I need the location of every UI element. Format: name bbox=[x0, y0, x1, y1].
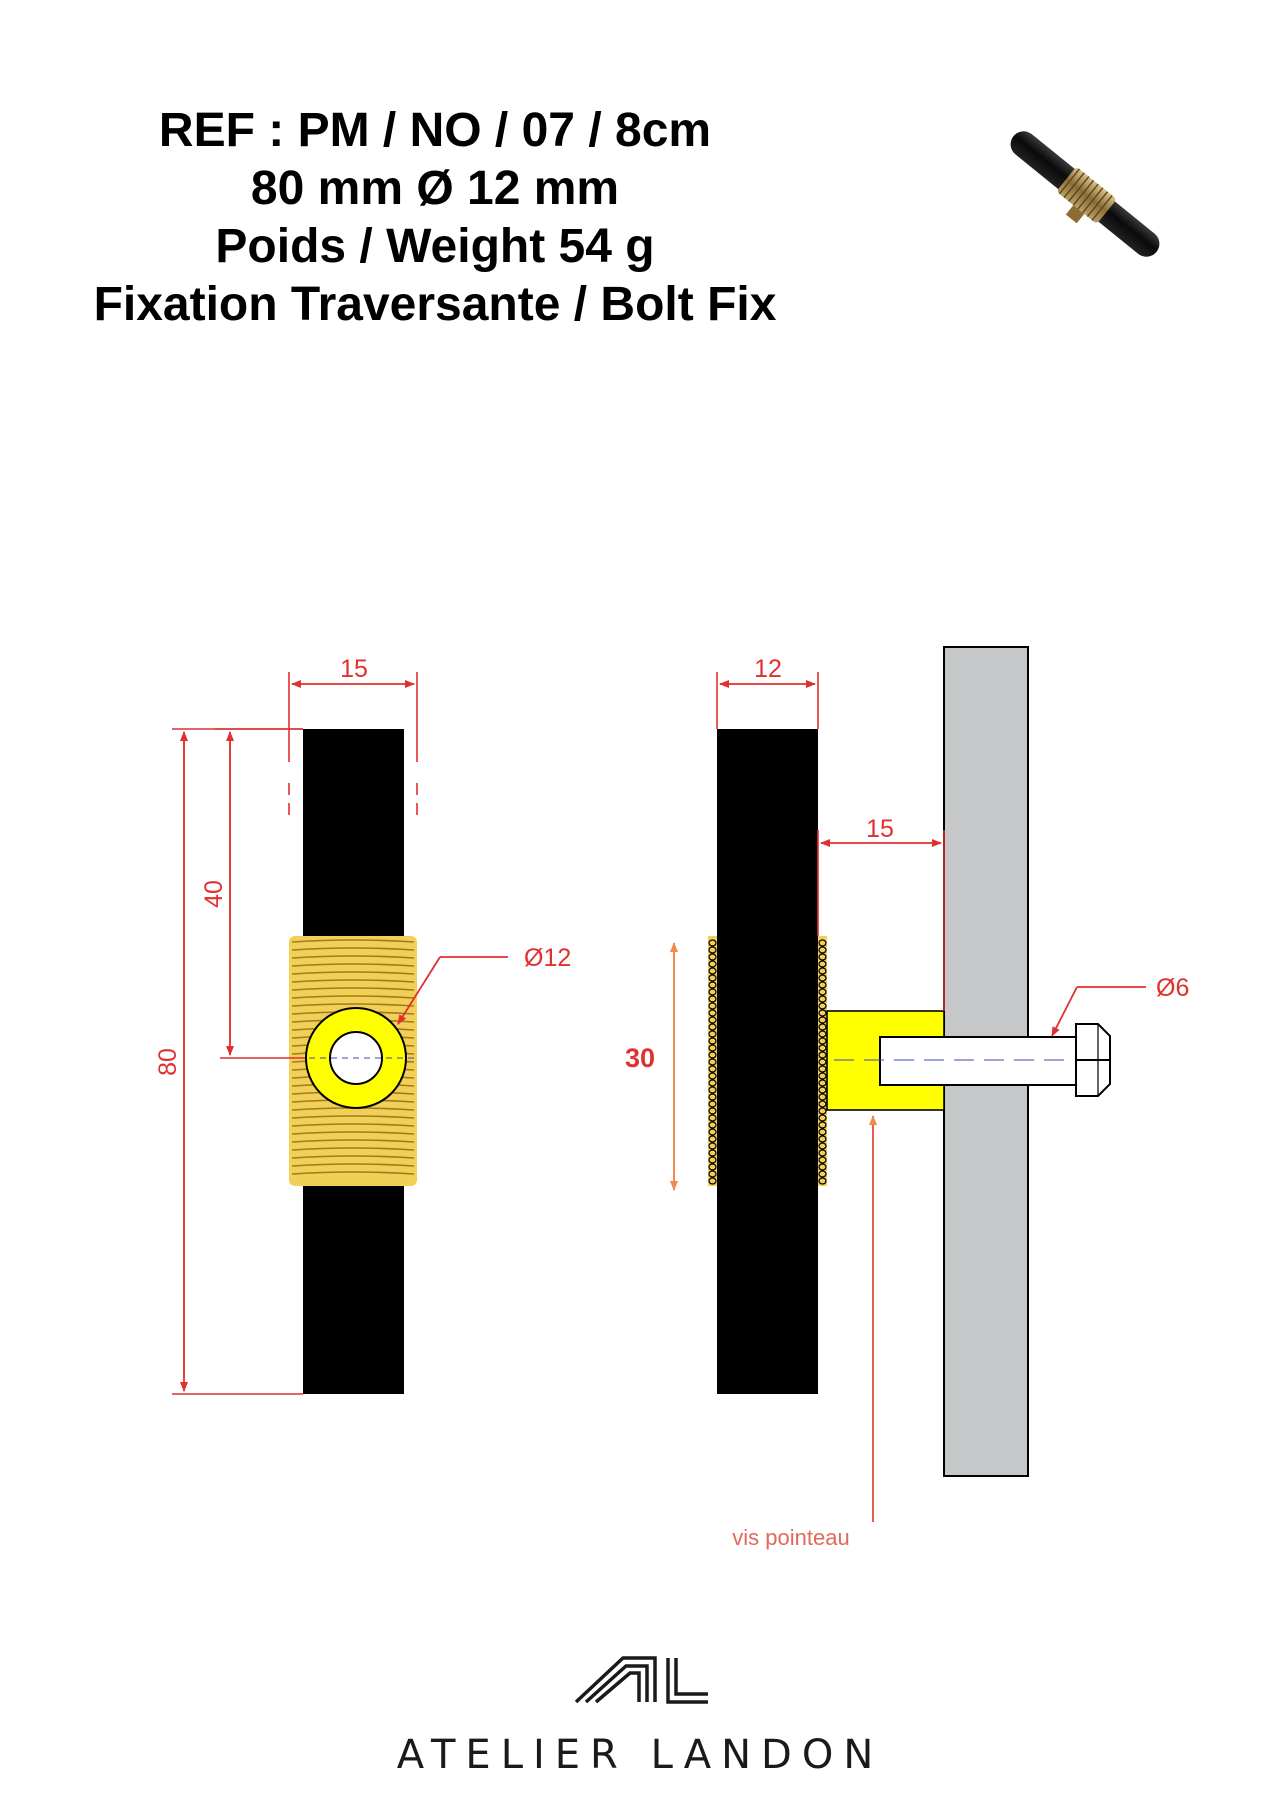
product-header: REF : PM / NO / 07 / 8cm 80 mm Ø 12 mm P… bbox=[30, 102, 840, 334]
side-thread-right bbox=[818, 936, 827, 1186]
product-weight: Poids / Weight 54 g bbox=[215, 220, 655, 273]
side-thickness-label: 12 bbox=[754, 655, 782, 683]
product-dimensions: 80 mm Ø 12 mm bbox=[250, 162, 620, 215]
handle-side bbox=[717, 729, 818, 1394]
side-collar-length-label: 30 bbox=[625, 1043, 655, 1073]
side-thread-left bbox=[708, 936, 717, 1186]
brand-monogram-text: AL bbox=[0, 0, 2, 1]
front-upper-length-label: 40 bbox=[200, 880, 228, 908]
brand-name: ATELIER LANDON bbox=[396, 1732, 884, 1778]
bolt bbox=[879, 1023, 1111, 1097]
front-width-label: 15 bbox=[340, 655, 368, 683]
side-bolt-diameter-label: Ø6 bbox=[1156, 974, 1189, 1002]
front-view: 15 40 80 Ø12 bbox=[154, 655, 571, 1395]
front-diameter-label: Ø12 bbox=[524, 944, 571, 972]
side-view: 12 15 30 Ø6 vis pointeau bbox=[625, 646, 1189, 1550]
set-screw-label: vis pointeau bbox=[732, 1525, 849, 1550]
product-photo bbox=[1010, 131, 1160, 257]
side-standoff-label: 15 bbox=[866, 815, 894, 843]
front-total-length-label: 80 bbox=[154, 1048, 182, 1076]
brand-monogram-icon bbox=[574, 1656, 708, 1704]
product-reference: REF : PM / NO / 07 / 8cm bbox=[158, 104, 712, 157]
product-fixation: Fixation Traversante / Bolt Fix bbox=[93, 278, 777, 331]
